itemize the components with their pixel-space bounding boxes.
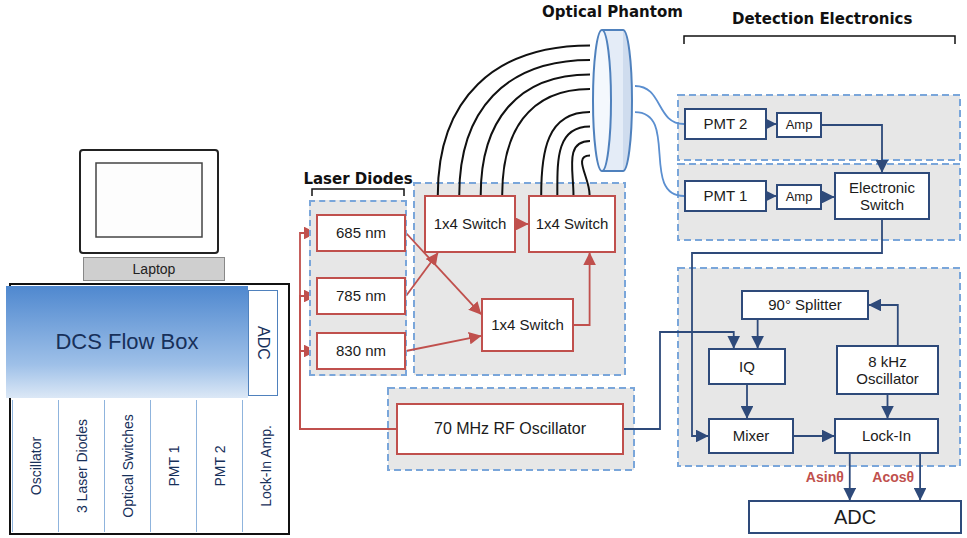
group-heading: Laser Diodes (303, 170, 412, 188)
lockin-group (678, 268, 960, 466)
rf-group (388, 388, 634, 470)
pmt2-group (678, 95, 960, 160)
pmt-box: PMT 1 (684, 180, 767, 212)
iq-box: IQ (708, 348, 786, 385)
module-label: PMT 2 (211, 446, 227, 487)
signal-arrow (822, 196, 834, 198)
module-slot: PMT 2 (196, 400, 242, 532)
box-label: Mixer (733, 427, 770, 444)
pmt-box: PMT 2 (684, 108, 767, 140)
switch-box: 1x4 Switch (481, 298, 574, 352)
box-label: ADC (834, 506, 876, 529)
bracket (684, 36, 955, 44)
box-label: 1x4 Switch (536, 215, 609, 232)
box-label: Lock-In (862, 427, 911, 444)
signal-arrow (692, 220, 882, 436)
signal-label: Acosθ (870, 469, 916, 485)
fiber-bundle (635, 112, 684, 196)
module-slot: PMT 1 (150, 400, 196, 532)
laser-box: 830 nm (316, 332, 406, 370)
signal-arrow (869, 305, 898, 345)
laser-box: 685 nm (316, 214, 406, 252)
laser-group: Laser Diodes685 nm785 nm830 nm (309, 200, 407, 376)
adc-module: ADC (248, 290, 278, 396)
module-slot: Lock-In Amp. (242, 400, 288, 532)
signal-arrow (574, 253, 590, 325)
module-label: 3 Laser Diodes (73, 419, 89, 513)
signal-arrow (406, 336, 481, 351)
module-slot: Optical Switches (104, 400, 150, 532)
signal-arrow (757, 320, 759, 348)
signal-arrow (794, 435, 834, 437)
switch-box: 1x4 Switch (528, 195, 616, 253)
module-label: Lock-In Amp. (257, 425, 273, 507)
box-label: 685 nm (336, 224, 386, 241)
splitter-box: 90° Splitter (741, 290, 869, 320)
module-slot: 3 Laser Diodes (58, 400, 104, 532)
amp-box: Amp (776, 112, 822, 138)
module-slot: Oscillator (12, 400, 58, 532)
box-label: PMT 1 (704, 187, 748, 204)
signal-arrow (919, 454, 921, 500)
box-label: IQ (739, 358, 755, 375)
box-label: 90° Splitter (768, 296, 842, 313)
switch-box: 1x4 Switch (424, 195, 516, 253)
box-label: 785 nm (336, 287, 386, 304)
adc-box: ADC (748, 500, 962, 534)
oscillator-box: 8 kHz Oscillator (836, 345, 939, 395)
mixer-box: Mixer (708, 418, 794, 454)
group-heading: Optical Phantom (542, 3, 683, 21)
box-label: 1x4 Switch (434, 215, 507, 232)
laptop-screen (80, 150, 218, 253)
laptop-display (96, 163, 202, 237)
lockin-box: Lock-In (834, 418, 939, 454)
module-label: Optical Switches (119, 414, 135, 517)
box-label: DCS Flow Box (55, 329, 198, 354)
signal-arrow (746, 385, 748, 418)
optical-phantom: Optical Phantom (590, 28, 635, 173)
laptop-base: Laptop (83, 257, 225, 281)
signal-arrow (406, 253, 438, 296)
bracket (312, 189, 404, 196)
switch-box: Electronic Switch (834, 172, 930, 220)
box-label: 8 kHz Oscillator (838, 353, 937, 388)
box-label: Amp (786, 190, 813, 205)
signal-arrow (516, 223, 528, 225)
module-label: PMT 1 (165, 446, 181, 487)
box-label: 1x4 Switch (491, 316, 564, 333)
box-label: Electronic Switch (836, 179, 928, 214)
box-label: Laptop (133, 261, 176, 277)
module-label: Oscillator (27, 437, 43, 495)
fiber-bundle (438, 45, 590, 195)
flow-box-panel: DCS Flow Box (6, 286, 248, 398)
pmt1-group (678, 164, 960, 240)
signal-label: Asinθ (804, 469, 846, 485)
phantom-cylinder (590, 28, 635, 173)
signal-arrow (767, 195, 776, 197)
rf-oscillator-box: 70 MHz RF Oscillator (396, 403, 624, 455)
signal-arrow (887, 395, 889, 418)
box-label: 70 MHz RF Oscillator (434, 420, 586, 438)
fiber-bundle (635, 86, 684, 124)
signal-arrow (822, 125, 882, 172)
signal-arrow (849, 454, 851, 500)
signal-arrow (767, 123, 776, 125)
switch-group (414, 183, 625, 375)
box-label: Amp (786, 118, 813, 133)
fiber-bundle (541, 112, 590, 195)
section-heading: Detection Electronics (732, 10, 912, 28)
amp-box: Amp (776, 184, 822, 210)
laser-box: 785 nm (316, 277, 406, 315)
box-label: PMT 2 (704, 115, 748, 132)
module-label: ADC (254, 326, 272, 360)
box-label: 830 nm (336, 342, 386, 359)
